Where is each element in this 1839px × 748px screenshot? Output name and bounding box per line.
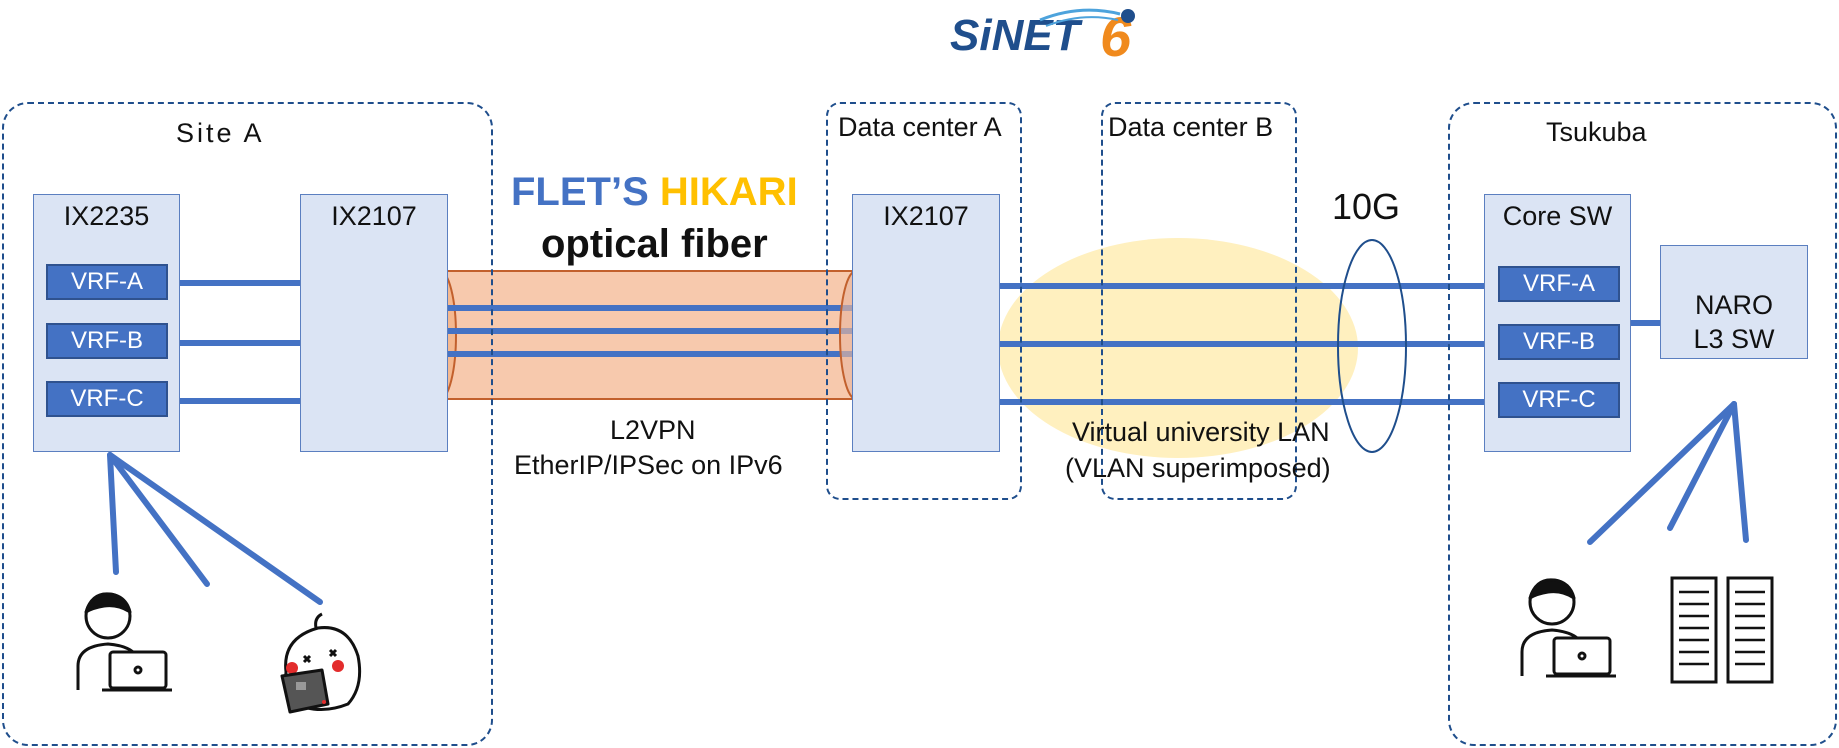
datacenter-b-label: Data center B xyxy=(1108,112,1274,142)
ix2107-dc-router: IX2107 xyxy=(852,194,1000,452)
ix2235-to-robot-line xyxy=(107,452,323,605)
fiber-brand-part1: FLET’S xyxy=(511,170,649,214)
naro-to-endpoint-line xyxy=(1667,401,1737,531)
naro-l3-switch: NARO L3 SW xyxy=(1660,245,1808,359)
site-a-zone xyxy=(2,102,493,746)
virtual-lan-line1: Virtual university LAN xyxy=(1072,417,1330,447)
ix2235-vrf-a: VRF-A xyxy=(46,264,168,300)
l2vpn-caption-line1: L2VPN xyxy=(610,415,696,445)
tsukuba-zone xyxy=(1448,102,1837,746)
link-speed-label: 10G xyxy=(1332,186,1401,227)
site-a-label: Site A xyxy=(176,118,265,148)
naro-to-server-line xyxy=(1731,401,1749,543)
ix2235-label: IX2235 xyxy=(63,201,150,231)
virtual-lan-line2: (VLAN superimposed) xyxy=(1065,453,1331,483)
ix2235-to-endpoint-line xyxy=(107,452,210,587)
core-vrf-b: VRF-B xyxy=(1498,324,1620,360)
core-vrf-a: VRF-A xyxy=(1498,266,1620,302)
ix2107-site-label: IX2107 xyxy=(331,201,417,231)
fiber-brand-part2: HIKARI xyxy=(659,170,798,214)
l2vpn-caption-line2: EtherIP/IPSec on IPv6 xyxy=(514,450,783,480)
core-vrf-c: VRF-C xyxy=(1498,382,1620,418)
fiber-brand-title: FLET’S HIKARI xyxy=(511,170,798,215)
sinet6-logo: SiNET 6 xyxy=(950,5,1135,68)
user-laptop-icon xyxy=(76,592,172,692)
ix2235-vrf-b: VRF-B xyxy=(46,323,168,359)
core-switch-label: Core SW xyxy=(1502,201,1613,231)
ix2235-to-pc-line xyxy=(107,452,119,575)
datacenter-a-zone xyxy=(826,102,1022,500)
naro-label-line2: L3 SW xyxy=(1693,324,1775,354)
link-bundle-ellipse xyxy=(1337,239,1407,453)
naro-to-pc-line xyxy=(1587,401,1737,545)
logo-text: SiNET xyxy=(950,11,1083,60)
naro-label-line1: NARO xyxy=(1694,290,1773,320)
ix2107-dc-label: IX2107 xyxy=(883,201,969,231)
datacenter-a-label: Data center A xyxy=(838,112,1002,142)
ix2107-site-router: IX2107 xyxy=(300,194,448,452)
tsukuba-label: Tsukuba xyxy=(1546,117,1647,147)
robot-tablet-icon xyxy=(280,612,362,714)
ix2235-vrf-c: VRF-C xyxy=(46,381,168,417)
fiber-tube xyxy=(423,270,856,400)
server-rack-icon xyxy=(1670,576,1774,684)
fiber-subtitle: optical fiber xyxy=(541,222,768,266)
datacenter-b-zone xyxy=(1101,102,1297,500)
user-laptop-icon-tsukuba xyxy=(1520,578,1616,678)
